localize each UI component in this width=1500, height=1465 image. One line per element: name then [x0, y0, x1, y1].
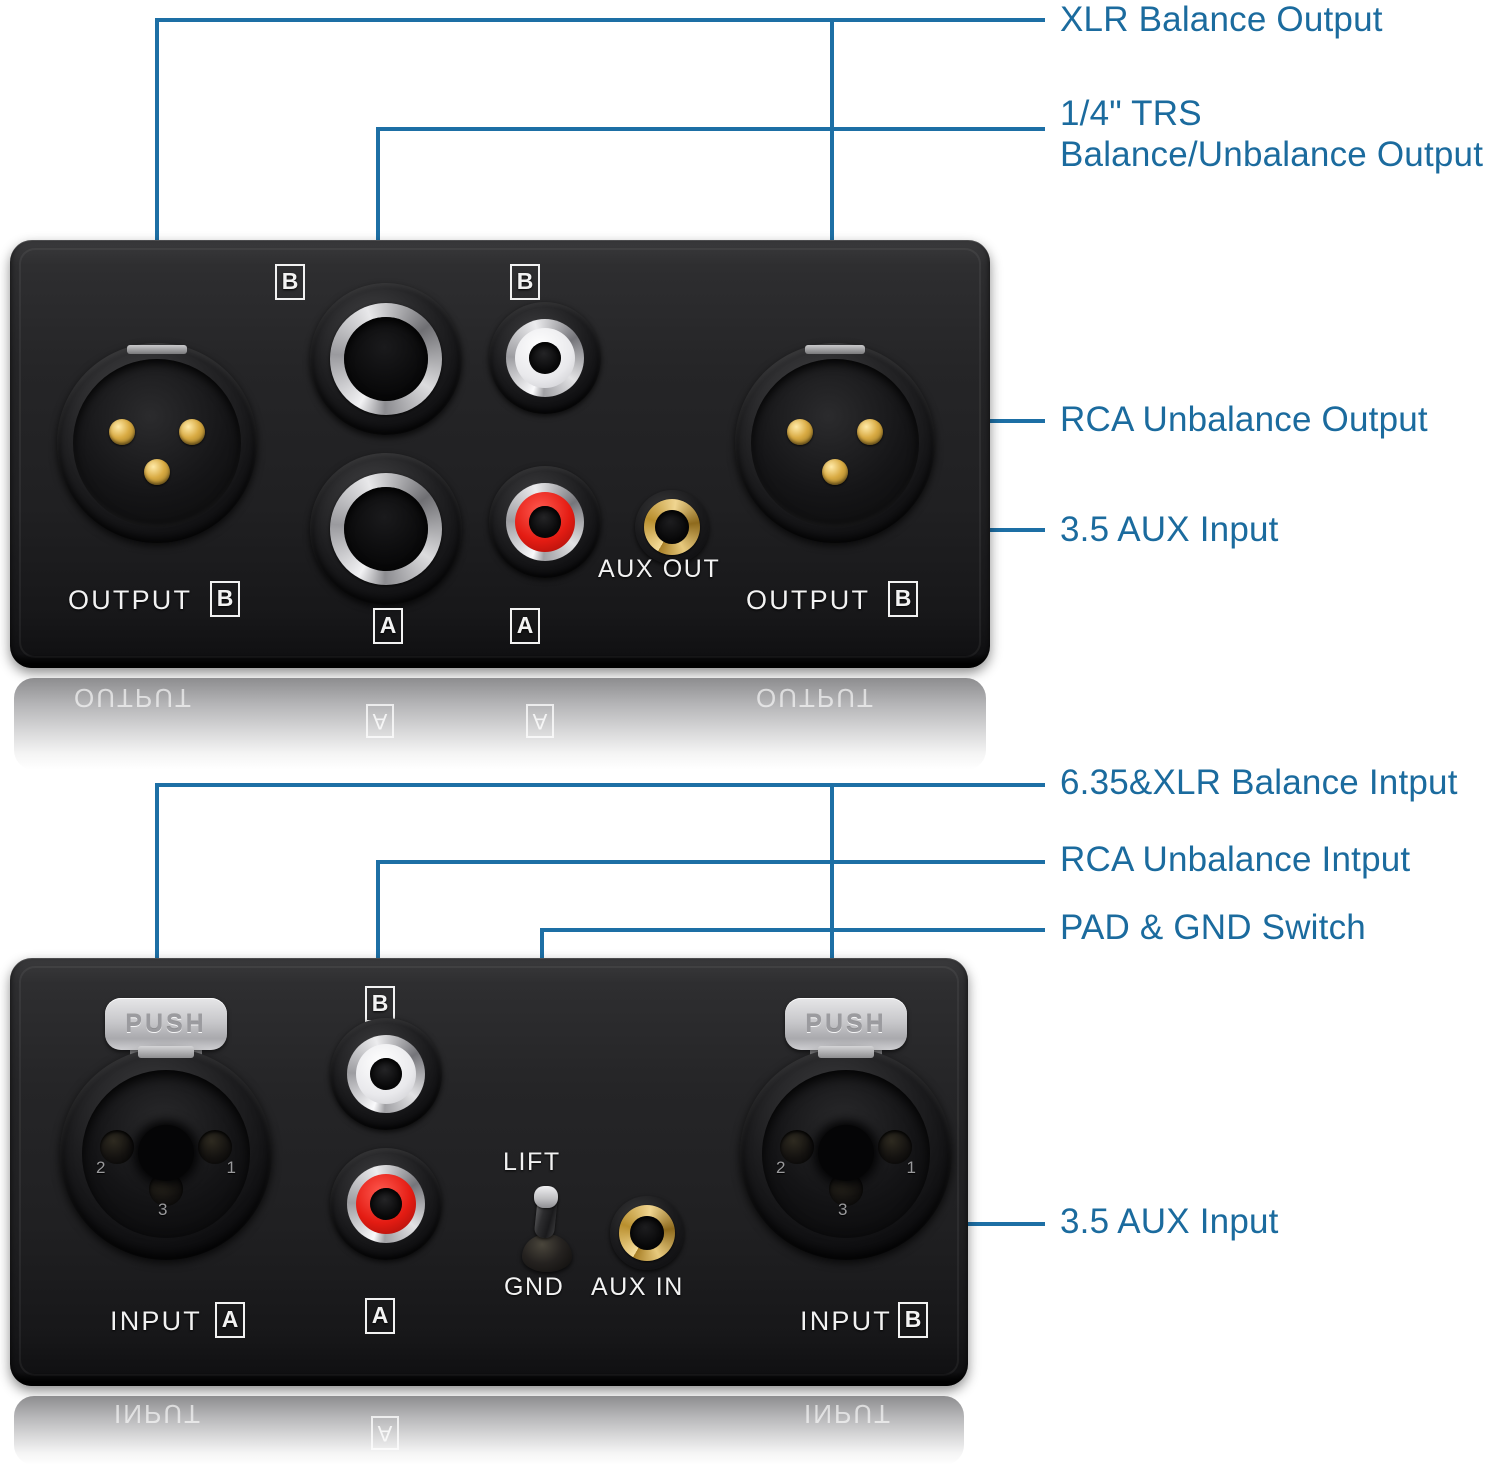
trs-output-b-channel: B [275, 264, 305, 300]
output-panel-reflection: OUTPUT A A OUTPUT [14, 678, 986, 770]
xlr-output-left-notch [127, 345, 187, 354]
reflection-output-right-text: OUTPUT [756, 683, 875, 713]
trs-output-a-channel: A [373, 608, 403, 644]
xlr-output-left-barrel [73, 359, 241, 527]
xlr-output-right-pin-3 [822, 459, 848, 485]
xlr-input-right-pinnum-3: 3 [838, 1200, 848, 1219]
rca-input-a-jack[interactable] [330, 1148, 442, 1260]
xlr-output-right-label: OUTPUT [746, 585, 871, 615]
output-panel: OUTPUT B B A B A [10, 240, 990, 668]
xlr-output-left-pin-1 [109, 419, 135, 445]
callout-line-xlr-input-right-vertical [830, 783, 834, 1123]
aux-out-jack[interactable] [635, 490, 709, 564]
callout-label-aux-input-top: 3.5 AUX Input [1060, 510, 1279, 549]
reflection-input-left-text: INPUT [114, 1399, 202, 1429]
xlr-output-right-connector[interactable] [735, 343, 935, 543]
callout-label-rca-unbalance-input: RCA Unbalance Intput [1060, 840, 1411, 879]
xlr-input-right-core [818, 1124, 874, 1181]
callout-line-xlr-output-vertical [155, 18, 159, 376]
trs-output-b-bore [344, 317, 428, 401]
xlr-input-right-push-label: PUSH [805, 1009, 887, 1038]
xlr-output-right-notch [805, 345, 865, 354]
callout-line-xlr-output-right-vertical [830, 18, 834, 376]
trs-output-a-bore [344, 487, 428, 571]
xlr-input-right-hole-2 [780, 1130, 814, 1164]
xlr-output-left-channel: B [210, 581, 240, 617]
aux-in-jack[interactable] [610, 1196, 684, 1270]
reflection-output-left-text: OUTPUT [74, 683, 193, 713]
xlr-input-right-hole-1 [878, 1130, 912, 1164]
xlr-input-right-pinnum-1: 1 [906, 1158, 916, 1177]
xlr-input-left-push-tab[interactable]: PUSH [105, 998, 227, 1050]
xlr-output-right-barrel [751, 359, 919, 527]
reflection-output-mid-a2: A [526, 704, 554, 738]
xlr-input-left-channel: A [215, 1302, 245, 1338]
callout-label-xlr-balance-output: XLR Balance Output [1060, 0, 1383, 39]
xlr-input-left-push-label: PUSH [125, 1009, 207, 1038]
rca-output-a-channel: A [510, 608, 540, 644]
xlr-output-left-pin-2 [179, 419, 205, 445]
callout-line-xlr-input-left-vertical [155, 783, 159, 1123]
trs-output-b-jack[interactable] [310, 283, 462, 435]
rca-input-b-jack[interactable] [330, 1018, 442, 1130]
xlr-input-right-latch [818, 1046, 874, 1058]
xlr-output-left-pin-3 [144, 459, 170, 485]
rca-output-b-bore [529, 342, 561, 374]
xlr-output-right-pin-2 [857, 419, 883, 445]
callout-line-trs-horizontal [376, 127, 1045, 131]
xlr-input-left-pinnum-1: 1 [226, 1158, 236, 1177]
xlr-input-left-pinnum-2: 2 [96, 1158, 106, 1177]
rca-input-b-channel: B [365, 986, 395, 1022]
aux-out-bore [655, 510, 689, 544]
xlr-output-left-connector[interactable] [57, 343, 257, 543]
xlr-input-right-pinnum-2: 2 [776, 1158, 786, 1177]
xlr-input-right-connector[interactable]: 2 1 3 [740, 1046, 952, 1260]
xlr-input-left-label: INPUT [110, 1306, 202, 1336]
reflection-input-mid-a: A [371, 1416, 399, 1450]
input-panel: PUSH 2 1 3 INPUT A B A LI [10, 958, 968, 1386]
xlr-output-right-pin-1 [787, 419, 813, 445]
callout-label-xlr-balance-input: 6.35&XLR Balance Intput [1060, 763, 1458, 802]
rca-input-b-bore [370, 1058, 402, 1090]
gnd-switch-base [522, 1234, 572, 1272]
trs-output-a-jack[interactable] [310, 453, 462, 605]
rca-input-a-channel: A [365, 1298, 395, 1334]
aux-in-bore [630, 1216, 664, 1250]
xlr-input-left-hole-2 [100, 1130, 134, 1164]
callout-label-trs-output: 1/4" TRS Balance/Unbalance Output [1060, 94, 1484, 174]
callout-line-gnd-switch-horizontal [540, 928, 1045, 932]
callout-line-xlr-output-horizontal [155, 18, 1045, 22]
xlr-input-right-channel: B [898, 1302, 928, 1338]
callout-label-pad-gnd-switch: PAD & GND Switch [1060, 908, 1366, 947]
xlr-input-left-core [138, 1124, 194, 1181]
callout-label-rca-unbalance-output: RCA Unbalance Output [1060, 400, 1428, 439]
xlr-input-right-push-tab[interactable]: PUSH [785, 998, 907, 1050]
xlr-input-right-label: INPUT [800, 1306, 892, 1336]
aux-in-label: AUX IN [591, 1273, 684, 1301]
xlr-input-left-pinnum-3: 3 [158, 1200, 168, 1219]
rca-output-b-channel: B [510, 264, 540, 300]
gnd-switch-tip [534, 1186, 558, 1208]
callout-line-xlr-input-horizontal [155, 783, 1045, 787]
xlr-output-left-label: OUTPUT [68, 585, 193, 615]
callout-label-aux-input-bottom: 3.5 AUX Input [1060, 1202, 1279, 1241]
aux-out-label: AUX OUT [598, 555, 721, 583]
reflection-input-right-text: INPUT [804, 1399, 892, 1429]
xlr-input-left-latch [138, 1046, 194, 1058]
xlr-input-left-connector[interactable]: 2 1 3 [60, 1046, 272, 1260]
rca-output-a-jack[interactable] [489, 466, 601, 578]
gnd-switch-lift-label: LIFT [503, 1148, 561, 1176]
gnd-switch-toggle[interactable] [514, 1186, 580, 1272]
rca-input-a-bore [370, 1188, 402, 1220]
rca-output-a-bore [529, 506, 561, 538]
rca-output-b-jack[interactable] [489, 302, 601, 414]
callout-line-rca-input-horizontal [376, 860, 1045, 864]
reflection-output-mid-a1: A [366, 704, 394, 738]
xlr-input-left-hole-1 [198, 1130, 232, 1164]
input-panel-reflection: INPUT A INPUT [14, 1396, 964, 1465]
xlr-output-right-channel: B [888, 581, 918, 617]
gnd-switch-gnd-label: GND [504, 1273, 565, 1301]
